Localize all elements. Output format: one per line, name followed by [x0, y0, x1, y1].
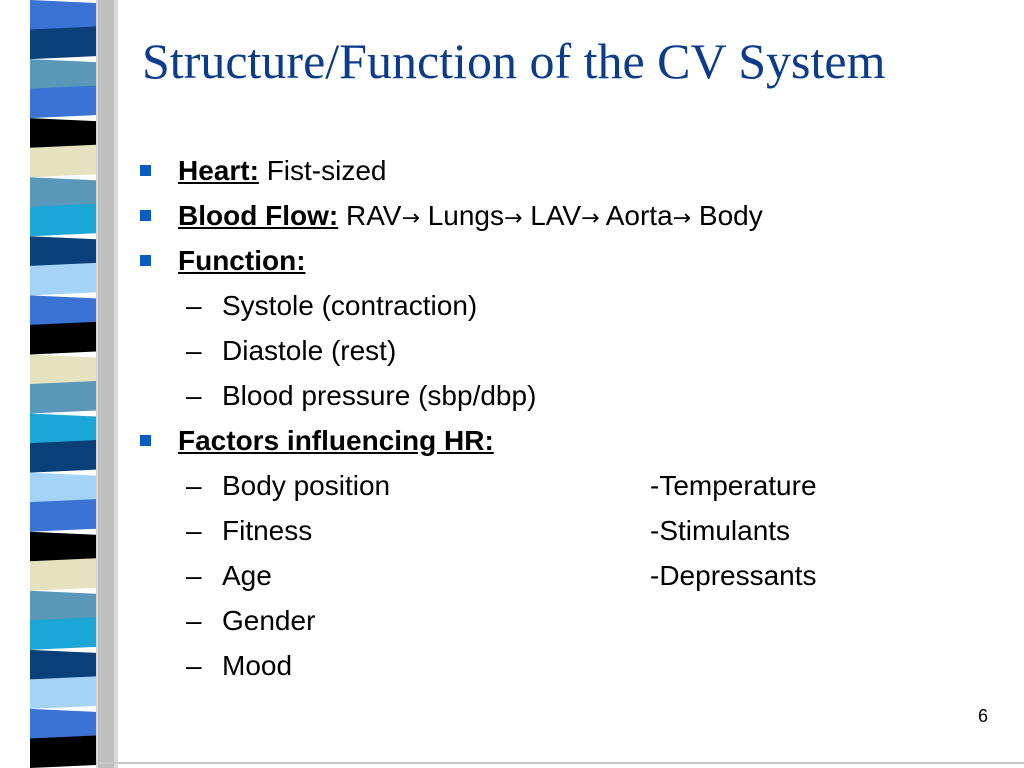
dash-bullet: – — [186, 335, 202, 366]
flow-step: Body — [698, 200, 763, 231]
strip-band — [30, 144, 96, 178]
dash-bullet: – — [186, 290, 202, 321]
strip-band — [30, 676, 96, 709]
factor-item: – Body position -Temperature — [140, 463, 1000, 508]
flow-step: Aorta — [605, 200, 673, 231]
right-arrow-icon: → — [503, 206, 523, 231]
right-arrow-icon: → — [581, 206, 600, 231]
sub-item: – Blood pressure (sbp/dbp) — [140, 373, 1000, 418]
strip-band — [30, 0, 96, 33]
factor-left: Mood — [222, 650, 293, 681]
function-label: Function: — [178, 245, 306, 276]
strip-band — [30, 440, 96, 473]
factor-right: -Depressants — [650, 560, 817, 591]
bullet-blood-flow: Blood Flow: RAV→ Lungs→ LAV→ Aorta→ Body — [140, 193, 1000, 238]
bullet-factors: Factors influencing HR: — [140, 418, 1000, 463]
factor-item: – Age -Depressants — [140, 553, 1000, 598]
heart-value: Fist-sized — [258, 155, 387, 186]
bottom-rule — [96, 762, 1024, 764]
heart-label: Heart: — [178, 155, 259, 186]
strip-band — [30, 531, 96, 565]
strip-band — [30, 59, 96, 92]
page-number: 6 — [977, 706, 988, 726]
flow-step: RAV — [345, 200, 402, 231]
sub-item-text: Diastole (rest) — [222, 335, 397, 366]
strip-band — [30, 558, 96, 591]
striped-bar-graphic — [0, 0, 118, 768]
dash-bullet: – — [186, 560, 202, 591]
factor-left: Body position — [222, 470, 391, 501]
dash-bullet: – — [186, 470, 202, 501]
factor-item: – Mood — [140, 643, 1000, 688]
strip-band — [30, 321, 96, 355]
factor-right: -Stimulants — [650, 515, 791, 546]
flow-step: LAV — [530, 200, 582, 231]
strip-band — [30, 295, 96, 328]
strip-band — [30, 262, 96, 296]
strip-band — [30, 354, 96, 387]
bullet-list: Heart: Fist-sized Blood Flow: RAV→ Lungs… — [140, 148, 1000, 688]
strip-band — [30, 617, 96, 650]
dash-bullet: – — [186, 380, 202, 411]
strip-band — [30, 499, 96, 532]
factors-label: Factors influencing HR: — [178, 425, 494, 456]
strip-band — [30, 177, 96, 210]
strip-band — [30, 118, 96, 151]
strip-band — [30, 413, 96, 447]
strip-band — [30, 381, 96, 414]
strip-band — [30, 203, 96, 237]
factor-left: Gender — [222, 605, 316, 636]
slide-title: Structure/Function of the CV System — [142, 33, 886, 89]
right-arrow-icon: → — [401, 206, 420, 231]
square-bullet-icon — [140, 435, 151, 446]
sub-item-text: Systole (contraction) — [222, 290, 478, 321]
sub-item: – Systole (contraction) — [140, 283, 1000, 328]
factor-right: -Temperature — [650, 470, 817, 501]
strip-band — [30, 735, 96, 768]
flow-step: Lungs — [427, 200, 504, 231]
factor-item: – Gender — [140, 598, 1000, 643]
blood-flow-label: Blood Flow: — [178, 200, 339, 231]
decorative-left-strip — [0, 0, 118, 768]
square-bullet-icon — [140, 210, 151, 221]
bullet-function: Function: — [140, 238, 1000, 283]
strip-band — [30, 26, 96, 60]
bullet-heart: Heart: Fist-sized — [140, 148, 1000, 193]
right-arrow-icon: → — [672, 206, 692, 231]
factor-left: Fitness — [222, 515, 313, 546]
sub-item-text: Blood pressure (sbp/dbp) — [222, 380, 537, 411]
dash-bullet: – — [186, 605, 202, 636]
sub-item: – Diastole (rest) — [140, 328, 1000, 373]
strip-band — [30, 472, 96, 506]
strip-band — [30, 85, 96, 119]
dash-bullet: – — [186, 650, 202, 681]
square-bullet-icon — [140, 255, 151, 266]
strip-band — [30, 649, 96, 683]
strip-band — [30, 236, 96, 269]
factor-left: Age — [222, 560, 272, 591]
square-bullet-icon — [140, 165, 151, 176]
strip-band — [30, 590, 96, 624]
factor-item: – Fitness -Stimulants — [140, 508, 1000, 553]
dash-bullet: – — [186, 515, 202, 546]
strip-band — [30, 708, 96, 742]
